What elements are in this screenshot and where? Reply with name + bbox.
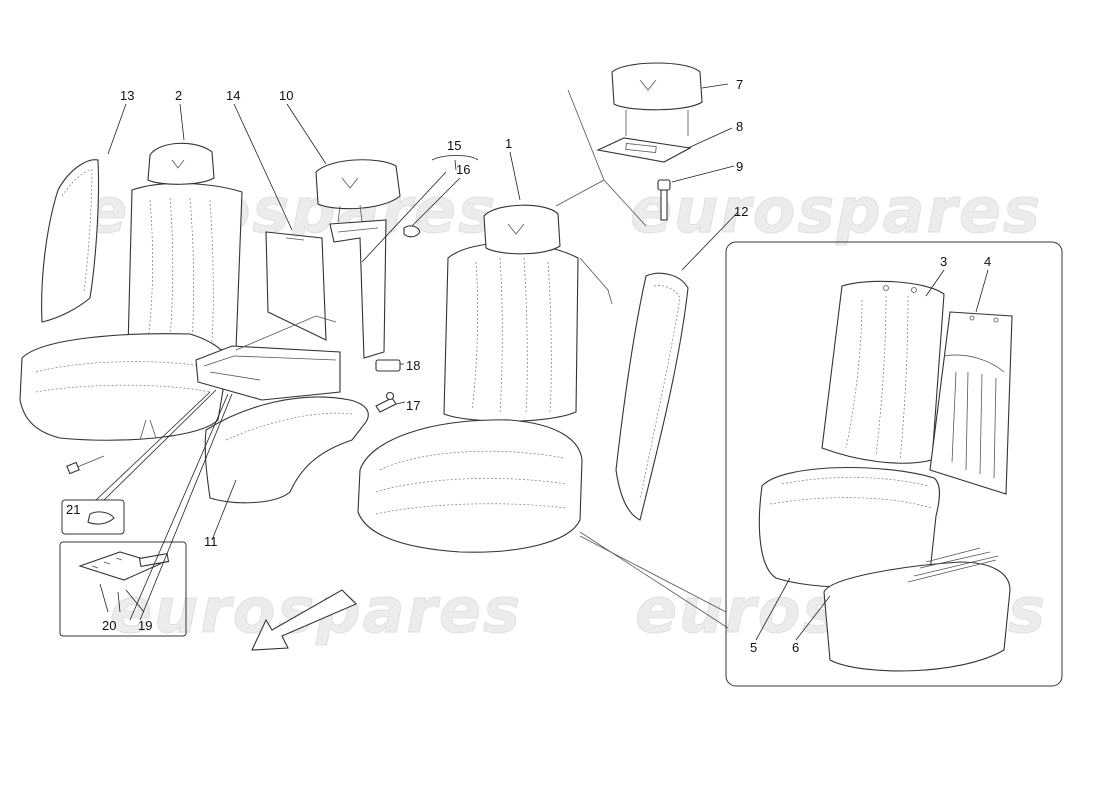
part-5-seat-cushion[interactable] xyxy=(758,466,941,588)
callout-16: 16 xyxy=(456,162,470,177)
part-1-front-seat[interactable] xyxy=(357,204,613,553)
watermark-top-right: eurospares xyxy=(630,174,1042,247)
part-3-backrest-foam[interactable] xyxy=(821,280,945,464)
part-10-headrest[interactable] xyxy=(315,159,401,223)
part-16-screw[interactable] xyxy=(403,225,421,238)
callout-17: 17 xyxy=(406,398,420,413)
callout-12: 12 xyxy=(734,204,748,219)
bolt-left xyxy=(66,455,105,475)
part-12-side-panel[interactable] xyxy=(615,272,689,521)
callout-1: 1 xyxy=(505,136,512,151)
part-21-inset xyxy=(61,499,125,535)
callout-5: 5 xyxy=(750,640,757,655)
part-4-backrest-frame[interactable] xyxy=(929,311,1013,495)
callout-20: 20 xyxy=(102,618,116,633)
part-11-cushion[interactable] xyxy=(204,396,369,504)
part-2-rear-bench[interactable] xyxy=(19,142,243,441)
callout-7: 7 xyxy=(736,77,743,92)
callout-labels: 13 2 14 10 15 16 1 7 8 9 12 18 17 11 21 … xyxy=(66,77,991,655)
armrest-base xyxy=(195,315,341,401)
callout-9: 9 xyxy=(736,159,743,174)
leader-lines xyxy=(95,83,989,641)
callout-8: 8 xyxy=(736,119,743,134)
callout-19: 19 xyxy=(138,618,152,633)
callout-6: 6 xyxy=(792,640,799,655)
callout-10: 10 xyxy=(279,88,293,103)
part-7-headrest[interactable] xyxy=(611,62,703,136)
detail-box xyxy=(725,241,1063,687)
part-17-bolt[interactable] xyxy=(375,391,397,413)
callout-3: 3 xyxy=(940,254,947,269)
callout-4: 4 xyxy=(984,254,991,269)
callout-21: 21 xyxy=(66,502,80,517)
direction-arrow xyxy=(251,589,357,651)
part-8-guide-plate[interactable] xyxy=(596,137,692,163)
part-18-clip[interactable] xyxy=(375,359,401,372)
part-6-seat-base[interactable] xyxy=(823,547,1011,672)
callout-2: 2 xyxy=(175,88,182,103)
part-13-side-panel[interactable] xyxy=(41,159,100,323)
callout-18: 18 xyxy=(406,358,420,373)
callout-14: 14 xyxy=(226,88,240,103)
callout-11: 11 xyxy=(204,534,218,549)
part-14-armrest-cover[interactable] xyxy=(265,231,327,341)
callout-15: 15 xyxy=(447,138,461,153)
reference-lines xyxy=(555,89,729,629)
part-9-bolt[interactable] xyxy=(657,179,671,221)
part-15-armrest-frame[interactable] xyxy=(329,219,387,359)
part-19-20-inset xyxy=(59,541,187,637)
callout-13: 13 xyxy=(120,88,134,103)
